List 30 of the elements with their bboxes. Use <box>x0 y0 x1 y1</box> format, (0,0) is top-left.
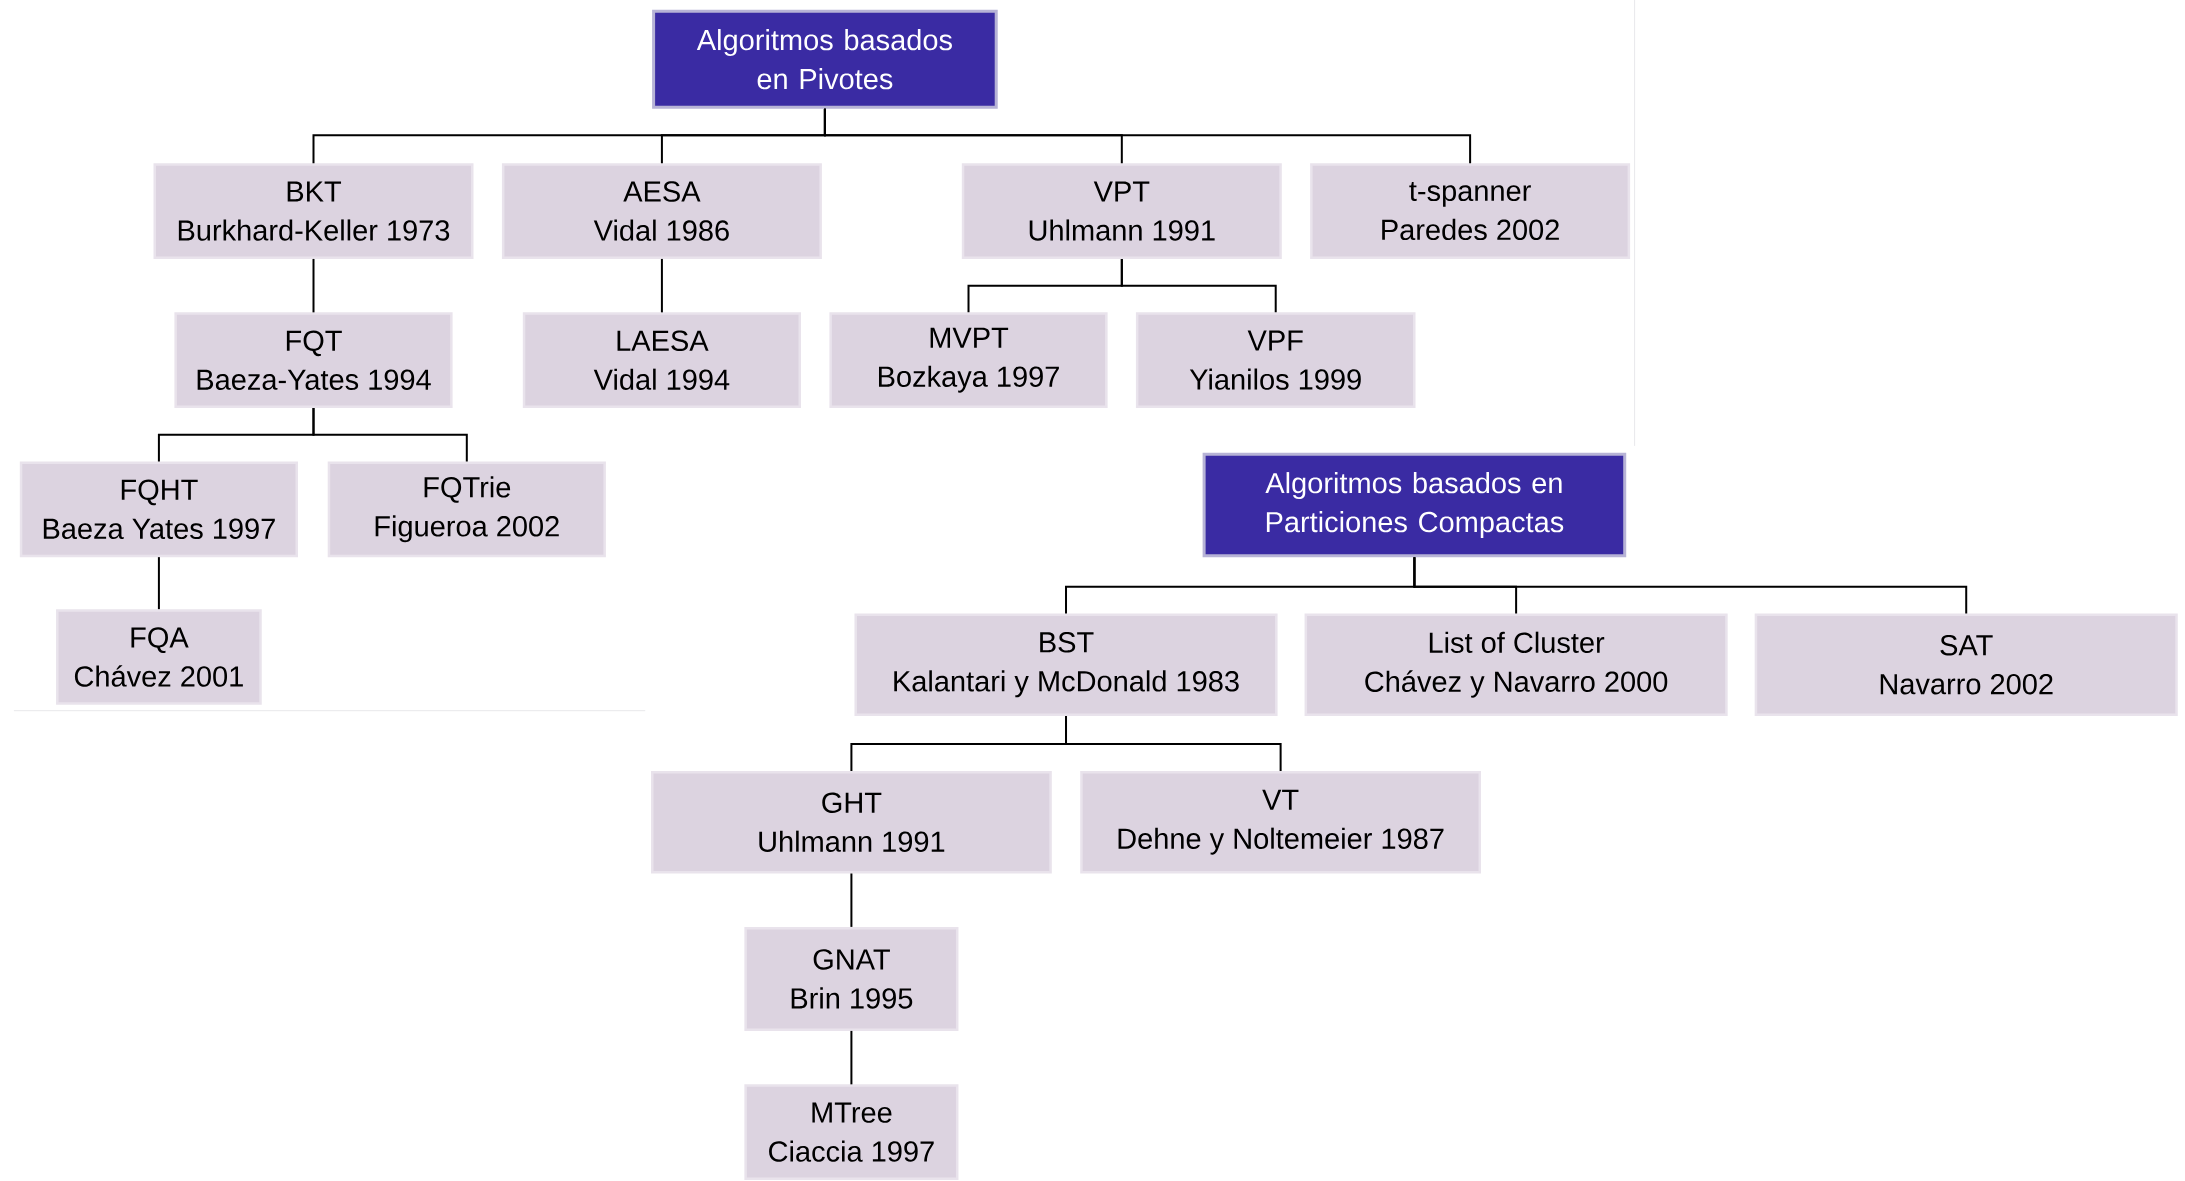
algorithm-box: GNAT Brin 1995 <box>744 926 959 1031</box>
algorithm-box: FQT Baeza-Yates 1994 <box>174 312 453 409</box>
algorithm-box: MTree Ciaccia 1997 <box>744 1084 959 1181</box>
algorithm-box: FQA Chávez 2001 <box>56 609 262 705</box>
algorithm-box: VT Dehne y Noltemeier 1987 <box>1080 770 1481 874</box>
connector-line <box>312 407 468 463</box>
algorithm-box: t-spanner Paredes 2002 <box>1310 163 1631 259</box>
algorithm-box: FQHT Baeza Yates 1997 <box>19 461 298 558</box>
connector-line <box>1413 556 1968 615</box>
algorithm-box: VPF Yianilos 1999 <box>1135 312 1416 409</box>
connector-line <box>1065 715 1282 772</box>
algorithm-box: BKT Burkhard-Keller 1973 <box>153 163 474 259</box>
connector-line <box>1120 257 1277 314</box>
connector-line <box>312 257 315 314</box>
algorithm-box: List of Cluster Chávez y Navarro 2000 <box>1304 613 1728 716</box>
algorithm-box: LAESA Vidal 1994 <box>522 312 801 409</box>
connector-line <box>850 872 853 928</box>
algorithm-box: SAT Navarro 2002 <box>1754 613 2178 716</box>
algorithm-box: VPT Uhlmann 1991 <box>961 163 1282 259</box>
connector-line <box>660 257 663 314</box>
category-box: Algoritmos basados en Particiones Compactas <box>1202 452 1627 558</box>
connector-line <box>823 107 1472 165</box>
algorithm-box: BST Kalantari y McDonald 1983 <box>854 613 1278 716</box>
category-box: Algoritmos basados en Pivotes <box>652 9 998 109</box>
algorithm-box: MVPT Bozkaya 1997 <box>829 312 1108 409</box>
connector-line <box>157 556 160 611</box>
algorithm-box: AESA Vidal 1986 <box>501 163 822 259</box>
algorithm-box: FQTrie Figueroa 2002 <box>327 461 606 558</box>
algorithm-box: GHT Uhlmann 1991 <box>651 770 1052 874</box>
connector-line <box>850 1029 853 1086</box>
